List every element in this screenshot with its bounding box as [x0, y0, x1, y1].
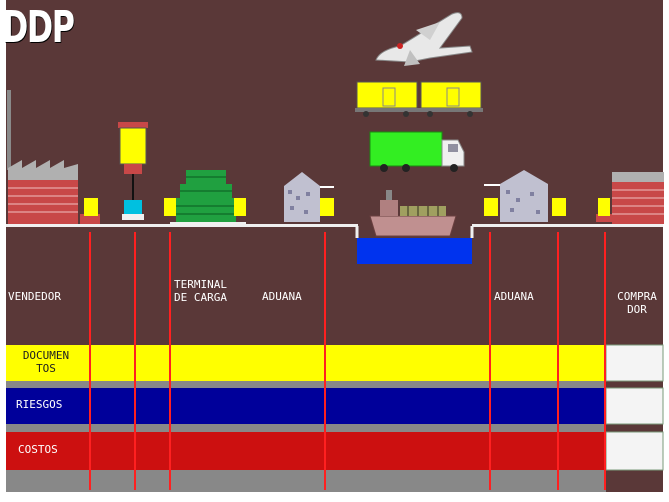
buyer-building-icon	[596, 172, 664, 224]
ship-icon	[369, 190, 457, 237]
column-label-comprador-line1: COMPRA	[617, 290, 657, 303]
cargo-box-icon	[84, 198, 98, 216]
customs-building-icon	[484, 170, 548, 222]
cargo-box-icon	[234, 198, 246, 216]
buyer-riesgos-cell	[605, 387, 664, 425]
band-gap	[6, 424, 606, 432]
column-label-terminal-line1: TERMINAL	[174, 278, 227, 291]
riesgos-band	[6, 388, 606, 424]
column-label-aduana-2: ADUANA	[494, 290, 534, 303]
documentos-band	[6, 345, 606, 381]
bottom-border	[0, 492, 669, 502]
row-label-documentos: DOCUMEN TOS	[14, 349, 78, 375]
row-label-costos: COSTOS	[18, 443, 58, 456]
airplane-icon	[375, 12, 473, 66]
column-label-aduana-1: ADUANA	[262, 290, 302, 303]
column-label-terminal: TERMINAL DE CARGA	[174, 278, 227, 304]
buyer-documentos-cell	[605, 344, 664, 382]
divider-lines	[89, 232, 606, 490]
water-icon	[357, 238, 472, 264]
factory-icon	[8, 160, 100, 224]
cargo-box-icon	[484, 198, 498, 216]
left-border	[0, 0, 6, 502]
column-label-comprador-line2: DOR	[627, 303, 647, 316]
cargo-box-icon	[552, 198, 566, 216]
ground-line	[6, 224, 663, 227]
column-label-comprador: COMPRA DOR	[609, 290, 665, 316]
train-icon	[355, 81, 483, 117]
terminal-cargo-icon	[170, 170, 246, 226]
cargo-box-icon	[598, 198, 610, 216]
right-border	[663, 0, 669, 502]
truck-icon	[369, 131, 465, 172]
page-title: DDP	[2, 2, 75, 53]
customs-building-icon	[284, 172, 334, 222]
costos-band	[6, 432, 606, 470]
column-label-terminal-line2: DE CARGA	[174, 291, 227, 304]
cargo-box-icon	[320, 198, 334, 216]
row-label-documentos-line2: TOS	[36, 362, 56, 375]
row-label-documentos-line1: DOCUMEN	[22, 349, 70, 362]
row-label-riesgos: RIESGOS	[16, 398, 63, 411]
column-label-vendedor: VENDEDOR	[8, 290, 61, 303]
band-gap	[6, 470, 606, 492]
buyer-costos-cell	[605, 431, 664, 471]
cargo-box-icon	[164, 198, 176, 216]
crane-icon	[118, 122, 148, 220]
chimney-pole	[7, 90, 11, 170]
band-gap	[6, 381, 606, 388]
